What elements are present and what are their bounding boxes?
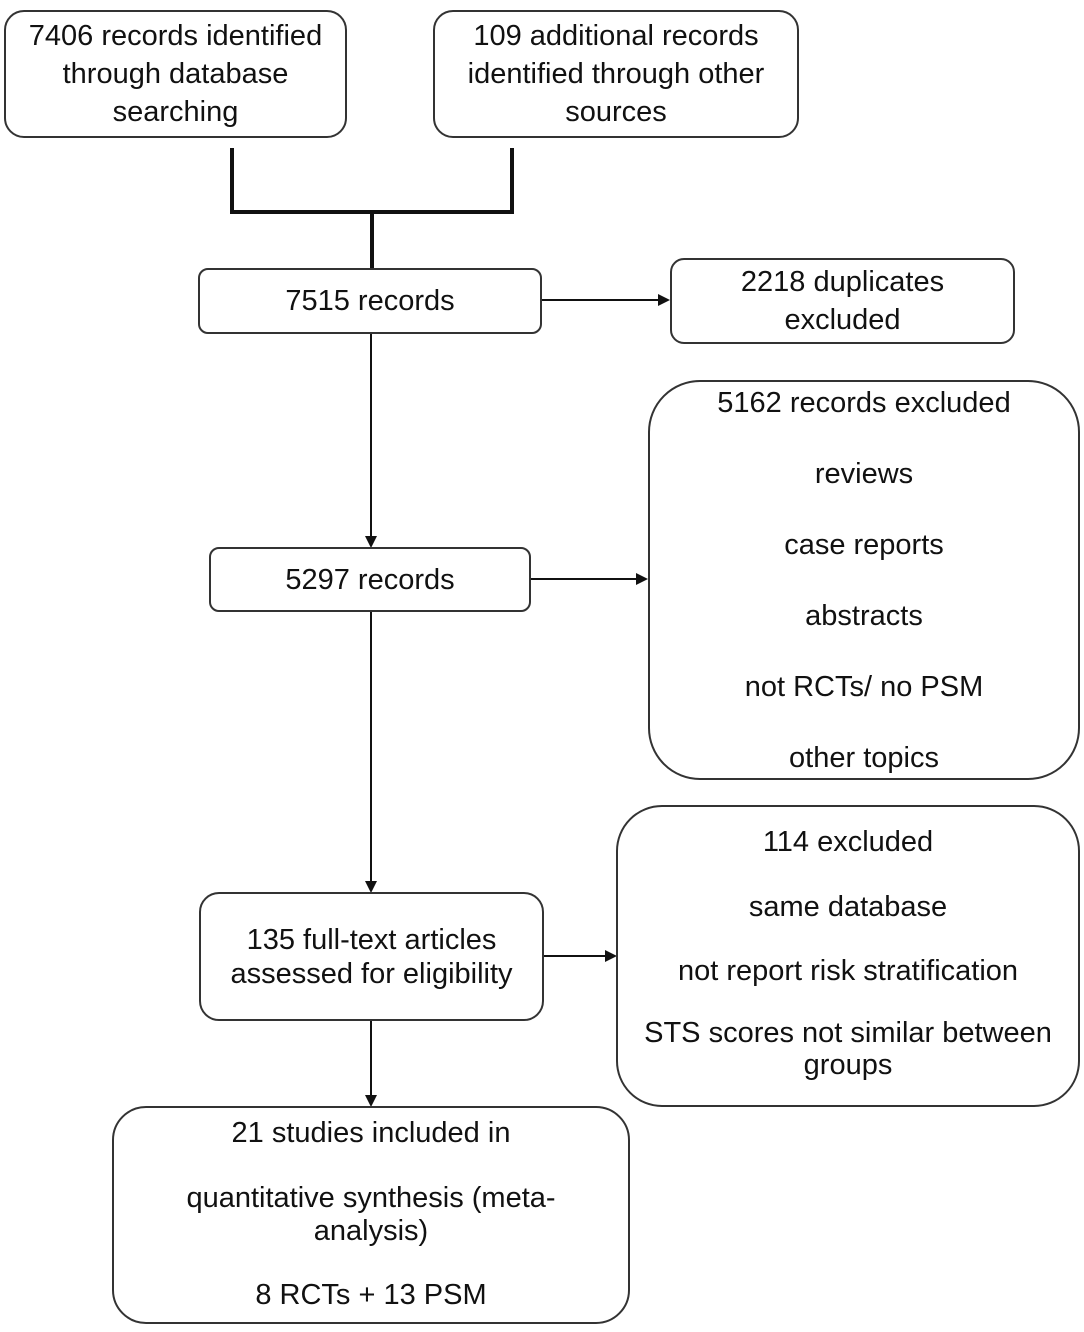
database-line-2: through database [62,58,289,90]
excluded-5162-item: not RCTs/ no PSM [744,671,984,703]
excluded-5162-item: reviews [814,458,914,490]
excluded-114-item-line-2: groups [803,1049,893,1081]
excluded-114-title: 114 excluded [762,826,934,858]
excluded-5162-title: 5162 records excluded [717,387,1011,419]
other-sources-line-2: identified through other [467,58,765,90]
excluded-114-item: not report risk stratification [677,955,1019,987]
database-line-3: searching [112,96,239,128]
other-sources-line-1: 109 additional records [473,20,759,52]
excluded-114-box: 114 excluded same database not report ri… [616,805,1080,1107]
duplicates-line-1: 2218 duplicates [740,266,945,298]
fulltext-box: 135 full-text articles assessed for elig… [199,892,544,1021]
database-line-1: 7406 records identified [28,20,323,52]
fulltext-line-2: assessed for eligibility [230,957,513,990]
excluded-5162-box: 5162 records excluded reviews case repor… [648,380,1080,780]
records-5297-box: 5297 records [209,547,531,612]
merge-connector [230,148,514,268]
included-studies-box: 21 studies included in quantitative synt… [112,1106,630,1324]
included-subtitle: quantitative synthesis (meta- analysis) [114,1182,628,1248]
included-subtitle-line-1: quantitative synthesis (meta- [186,1182,556,1214]
fulltext-line-1: 135 full-text articles [246,923,497,956]
database-records-box: 7406 records identified through database… [4,10,347,138]
included-subtitle-line-2: analysis) [313,1215,429,1247]
included-footer: 8 RCTs + 13 PSM [255,1279,487,1311]
excluded-5162-item: abstracts [805,600,923,632]
included-title: 21 studies included in [231,1117,511,1149]
duplicates-line-2: excluded [784,304,901,336]
excluded-5162-item: other topics [789,742,939,774]
excluded-114-item: same database [748,891,948,923]
excluded-5162-item: case reports [784,529,944,561]
excluded-114-item-line-1: STS scores not similar between [644,1017,1052,1049]
duplicates-box: 2218 duplicates excluded [670,258,1015,344]
records-5297-label: 5297 records [285,563,455,596]
excluded-114-item: STS scores not similar between groups [618,1017,1078,1081]
other-sources-line-3: sources [565,96,667,128]
records-7515-label: 7515 records [285,285,455,317]
other-sources-box: 109 additional records identified throug… [433,10,799,138]
records-7515-box: 7515 records [198,268,542,334]
